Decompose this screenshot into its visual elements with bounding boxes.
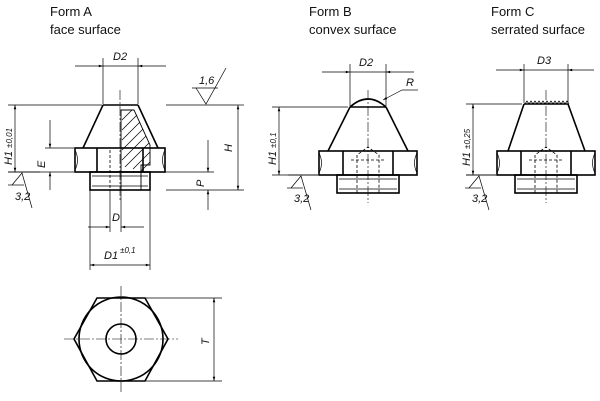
form-c-subtitle: serrated surface: [491, 22, 585, 37]
form-a-d2-label: D2: [113, 51, 127, 63]
form-c-roughness-label: 3,2: [472, 193, 487, 205]
form-c-h1-label: H1±0,25: [461, 128, 473, 166]
form-a-t-label: T: [200, 337, 212, 345]
form-b-side-view: [318, 90, 418, 203]
form-a-t-dimension: T: [145, 297, 222, 382]
form-a-p-label: P: [195, 179, 207, 187]
form-a-e-label: E: [36, 160, 48, 168]
form-a-roughness-top-label: 1,6: [199, 75, 215, 87]
form-b-r-label: R: [406, 77, 414, 89]
form-c-roughness-symbol: 3,2: [465, 174, 496, 211]
form-c-side-view: [496, 90, 596, 203]
form-a-h1-label: H1±0,01: [3, 128, 15, 165]
form-a-title: Form A: [50, 4, 92, 19]
form-b-d2-label: D2: [359, 57, 373, 69]
form-a-h-dimension: H: [166, 104, 244, 191]
form-b-h1-dimension: H1±0,1: [267, 106, 348, 176]
form-a: Form A face surface: [3, 4, 244, 393]
form-a-e-dimension: E: [36, 120, 74, 190]
form-c-h1-dimension: H1±0,25: [461, 103, 522, 176]
form-a-p-dimension: P: [150, 140, 214, 210]
form-a-subtitle: face surface: [50, 22, 121, 37]
form-b-subtitle: convex surface: [309, 22, 396, 37]
form-a-d1-dimension: D1±0,1: [89, 190, 151, 270]
form-a-roughness-bottom-label: 3,2: [15, 191, 30, 203]
form-a-d-label: D: [112, 212, 120, 224]
form-c: Form C serrated surface: [461, 4, 596, 211]
form-c-d3-dimension: D3: [496, 55, 594, 103]
form-b-roughness-symbol: 3,2: [287, 174, 318, 211]
form-b-r-leader: R: [382, 77, 418, 101]
form-b-h1-label: H1±0,1: [267, 132, 279, 165]
form-a-d2-dimension: D2: [75, 51, 166, 104]
form-b: Form B convex surface: [267, 4, 418, 211]
form-c-title: Form C: [491, 4, 534, 19]
form-a-h-label: H: [223, 144, 235, 152]
form-a-roughness-symbol-top: 1,6: [166, 67, 236, 106]
form-c-d3-label: D3: [537, 55, 552, 67]
form-a-top-view: [64, 286, 178, 393]
form-a-d-dimension: D: [88, 190, 144, 232]
form-a-d1-label: D1±0,1: [104, 246, 136, 262]
form-a-h1-dimension: H1±0,01: [3, 104, 102, 173]
form-a-side-view: [74, 90, 166, 200]
form-b-roughness-label: 3,2: [294, 193, 309, 205]
form-a-section-hatch: [121, 109, 151, 172]
form-a-roughness-symbol-bottom: 3,2: [8, 171, 40, 209]
form-b-title: Form B: [309, 4, 352, 19]
